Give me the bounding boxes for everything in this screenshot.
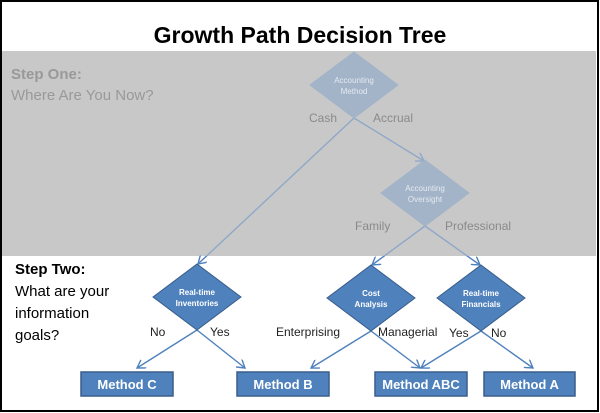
edge-label: Accrual [373,111,413,125]
edge-label: Managerial [378,325,437,339]
edge-label: Cash [309,111,337,125]
connector-arrow [137,329,198,368]
outcome-box: Method A [483,371,576,397]
outcome-box: Method B [236,371,330,397]
diamond-shape [309,51,399,119]
node-label: Analysis [355,300,388,309]
step-two-heading: Step Two: [15,261,86,278]
step-one-text: Where Are You Now? [11,87,154,104]
edge-label: Yes [449,326,469,340]
edge-label: Professional [445,219,511,233]
connector-arrow [480,330,533,368]
edge-label: Yes [210,325,230,339]
node-label: Inventories [176,299,219,308]
connector-arrow [311,330,372,368]
diamond-shape [380,159,470,227]
outcome-label: Method C [97,377,157,392]
outcome-box: Method C [80,371,174,397]
edge-label: Enterprising [276,325,340,339]
step-one-band [2,51,596,256]
step-one-heading: Step One: [11,66,82,83]
node-label: Accounting [334,76,374,85]
step-two-line: What are your [15,283,109,300]
outcome-box: Method ABC [374,371,468,397]
outcome-label: Method B [253,377,312,392]
step-two-line: goals? [15,327,59,344]
diamond-shape [436,264,526,332]
node-label: Method [341,87,368,96]
connector-arrow [198,117,355,264]
connector-arrow [353,117,424,161]
node-label: Real-time [463,289,500,298]
outcome-label: Method ABC [382,377,460,392]
connector-arrow [196,329,245,368]
node-label: Financials [461,300,501,309]
edge-label: Family [355,219,390,233]
diamond-shape [152,263,242,331]
node-label: Cost [362,289,380,298]
node-label: Real-time [179,288,216,297]
node-label: Accounting [405,184,445,193]
connector-arrow [372,225,426,265]
edge-label: No [491,326,507,340]
edge-label: No [150,325,166,339]
connector-arrow [370,330,420,368]
connector-arrow [424,225,480,265]
diagram-title: Growth Path Decision Tree [154,22,447,48]
step-two-line: information [15,305,89,322]
diamond-shape [326,264,416,332]
node-label: Oversight [408,195,443,204]
outcome-label: Method A [500,377,559,392]
connector-arrow [421,330,482,368]
